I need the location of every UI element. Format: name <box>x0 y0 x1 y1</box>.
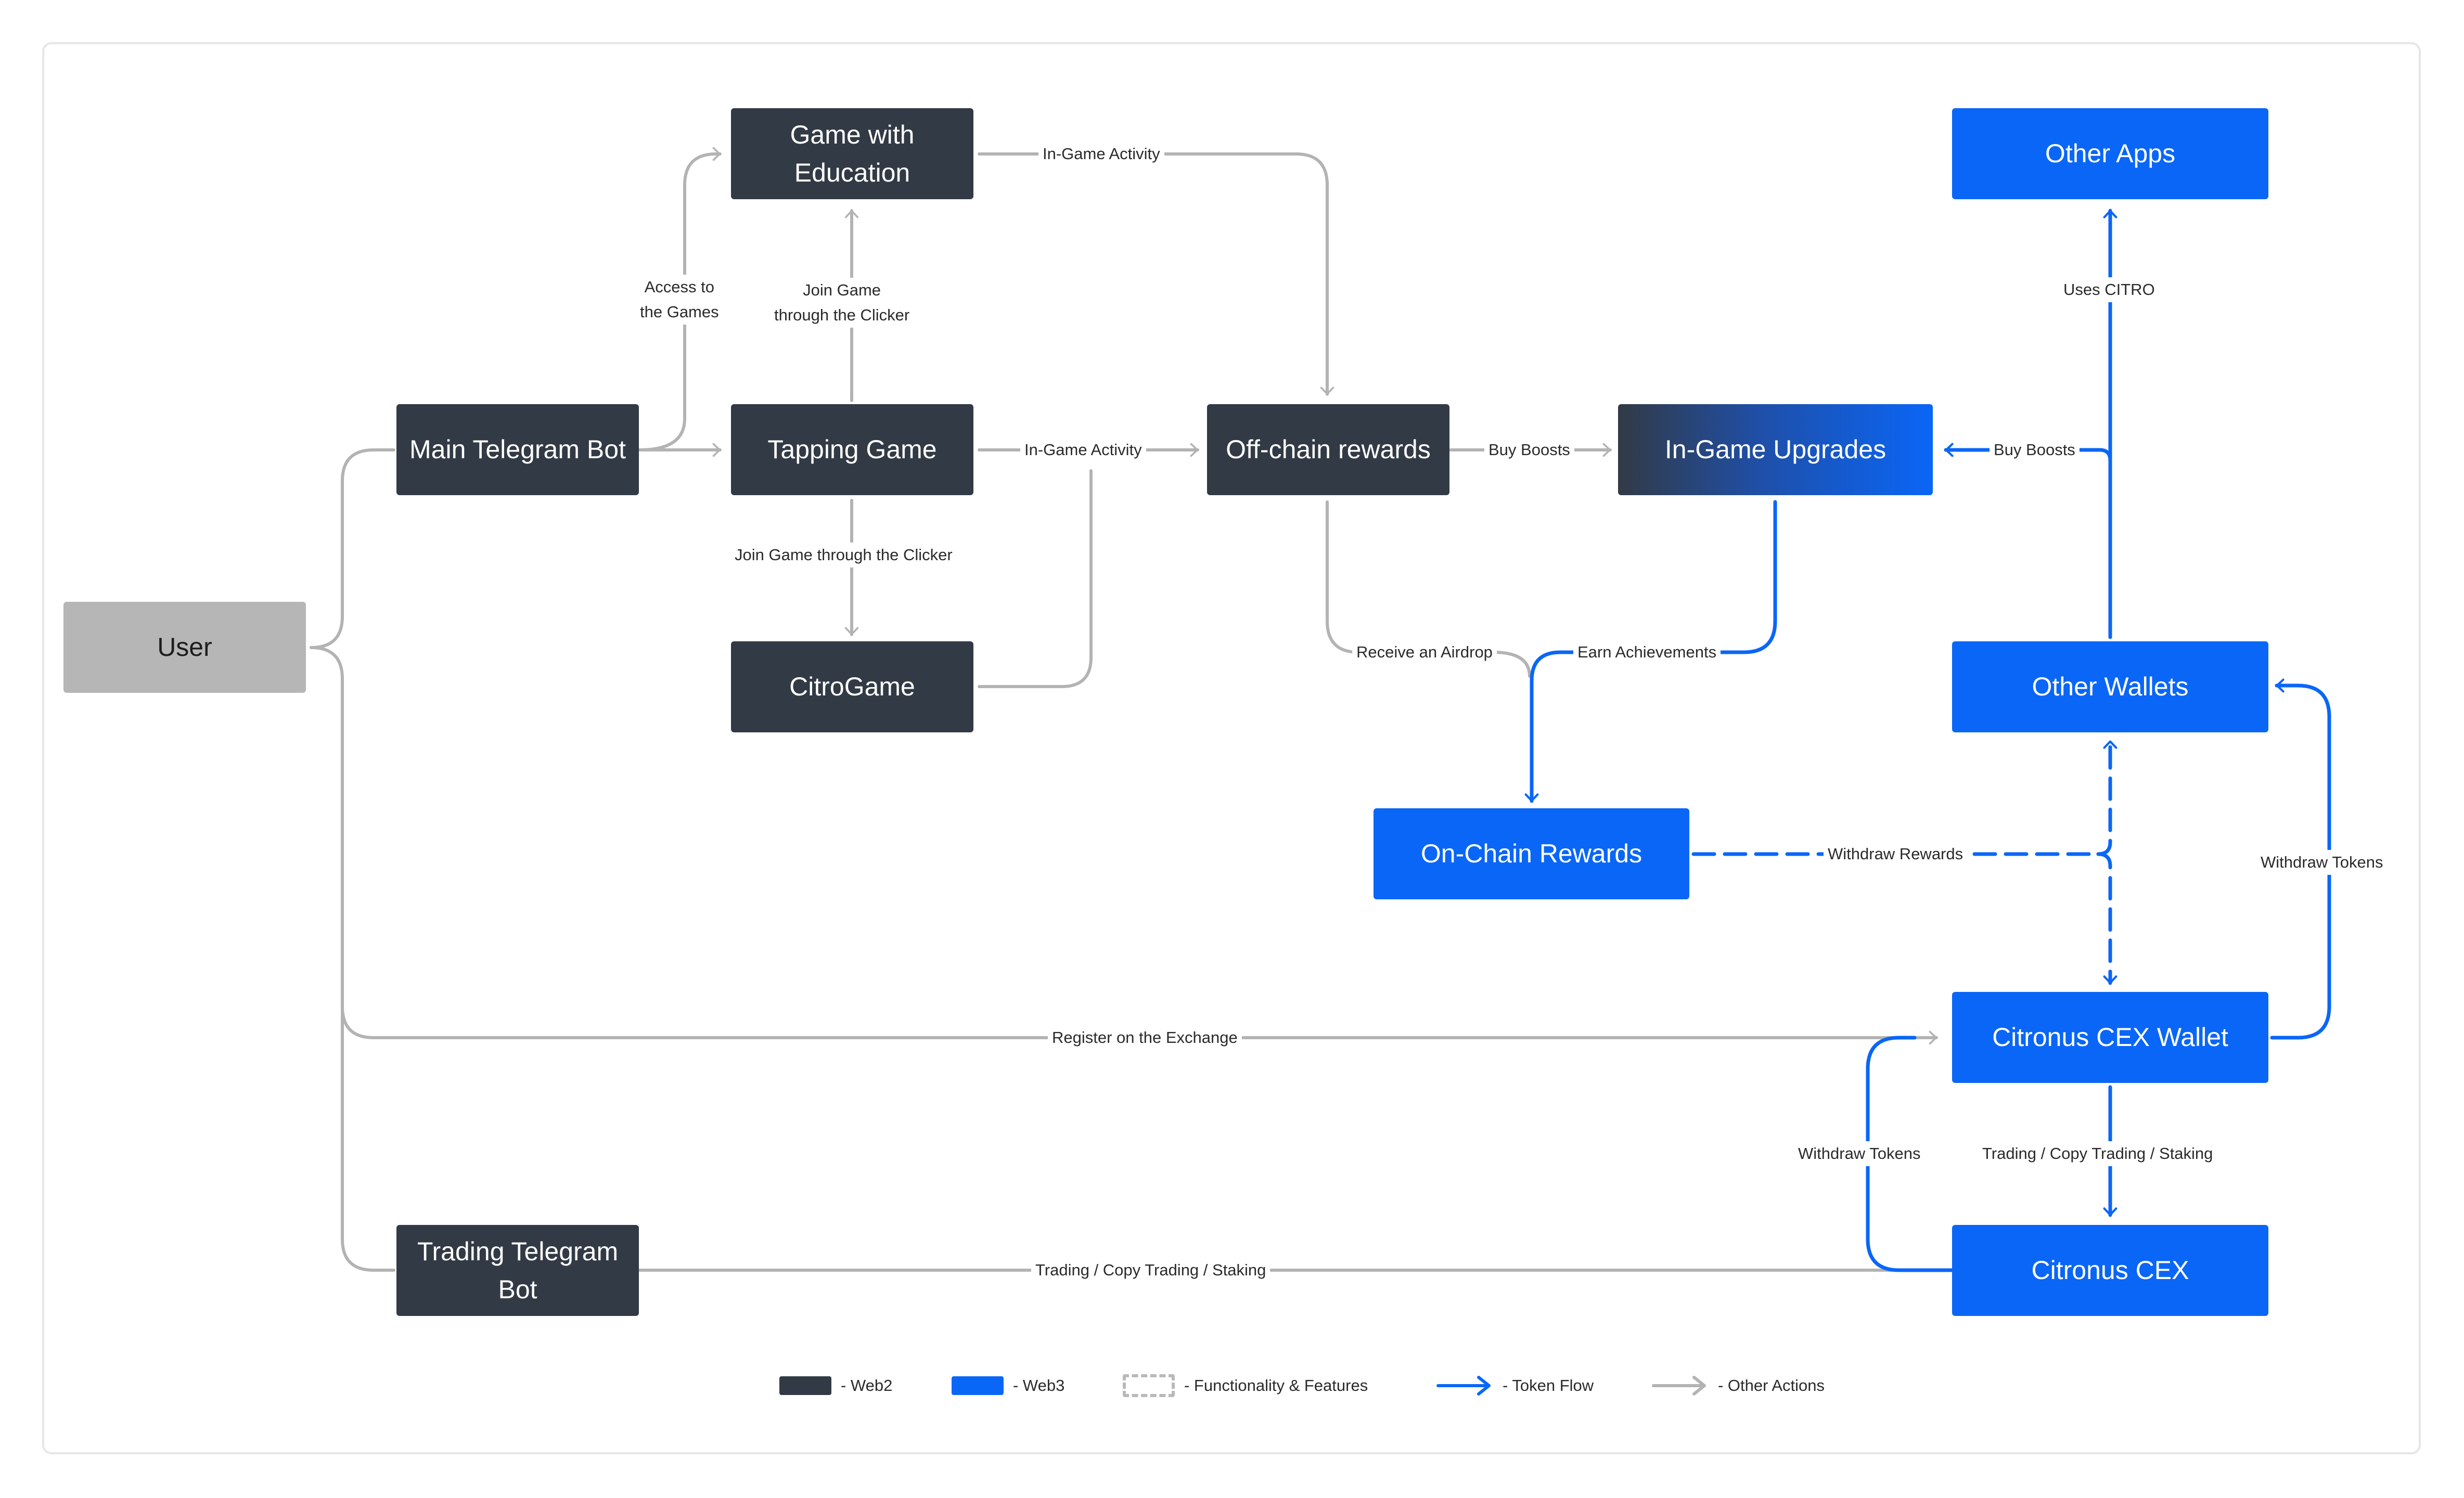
legend-web2: - Web2 <box>779 1376 892 1395</box>
edge-citrogame-to-offchain <box>978 469 1093 688</box>
edge-buy-boosts-right <box>1944 443 2112 462</box>
label-trading-bottom: Trading / Copy Trading / Staking <box>1031 1258 1270 1283</box>
label-earn-achievements: Earn Achievements <box>1573 640 1721 665</box>
edge-user-main-bot <box>310 448 395 649</box>
node-other-wallets[interactable]: Other Wallets <box>1952 641 2268 732</box>
edge-user-trading-bot <box>310 646 395 1272</box>
node-trading-telegram-bot[interactable]: Trading Telegram Bot <box>396 1225 639 1316</box>
label-receive-airdrop: Receive an Airdrop <box>1352 640 1497 665</box>
label-access-games: Access to the Games <box>636 275 723 325</box>
edge-edu-to-offchain <box>978 152 1334 396</box>
node-offchain-rewards[interactable]: Off-chain rewards <box>1207 404 1449 495</box>
legend-web3-label: - Web3 <box>1013 1376 1065 1394</box>
legend-other-actions: - Other Actions <box>1651 1374 1825 1397</box>
legend-token-flow: - Token Flow <box>1436 1374 1594 1397</box>
legend-token-flow-label: - Token Flow <box>1503 1376 1594 1394</box>
node-tapping-game[interactable]: Tapping Game <box>731 404 973 495</box>
node-game-with-education[interactable]: Game with Education <box>731 108 973 199</box>
edge-register-exchange <box>341 1005 1938 1045</box>
label-ingame-activity-mid: In-Game Activity <box>1020 437 1146 462</box>
legend-features-swatch <box>1123 1374 1175 1397</box>
node-citronus-cex[interactable]: Citronus CEX <box>1952 1225 2268 1316</box>
legend-other-actions-arrow-icon <box>1652 1376 1706 1396</box>
edge-earn-achievements <box>1524 500 1777 803</box>
legend-web2-label: - Web2 <box>841 1376 893 1394</box>
label-buy-boosts-left: Buy Boosts <box>1484 437 1574 462</box>
node-other-apps[interactable]: Other Apps <box>1952 108 2268 199</box>
label-withdraw-tokens-right: Withdraw Tokens <box>2256 850 2388 875</box>
label-buy-boosts-right: Buy Boosts <box>1990 437 2080 462</box>
legend-token-flow-arrow-icon <box>1436 1376 1491 1396</box>
label-join-game-top: Join Game through the Clicker <box>770 278 914 328</box>
node-citrogame[interactable]: CitroGame <box>731 641 973 732</box>
label-join-game-bottom: Join Game through the Clicker <box>730 543 957 567</box>
node-user[interactable]: User <box>63 602 306 693</box>
edge-dashed-to-cex-wallet <box>2096 852 2118 985</box>
label-ingame-activity-top: In-Game Activity <box>1038 141 1164 166</box>
node-citronus-cex-wallet[interactable]: Citronus CEX Wallet <box>1952 992 2268 1083</box>
legend-other-actions-label: - Other Actions <box>1718 1376 1825 1394</box>
label-uses-citro: Uses CITRO <box>2059 277 2159 302</box>
diagram-frame <box>42 42 2421 1454</box>
legend-web2-swatch <box>779 1376 831 1395</box>
node-onchain-rewards[interactable]: On-Chain Rewards <box>1374 808 1689 899</box>
edge-dashed-to-other-wallets <box>2096 739 2118 856</box>
label-trading-right: Trading / Copy Trading / Staking <box>1978 1141 2217 1166</box>
label-register-exchange: Register on the Exchange <box>1048 1025 1242 1050</box>
label-withdraw-tokens-left: Withdraw Tokens <box>1794 1141 1925 1166</box>
legend-web3: - Web3 <box>952 1376 1064 1395</box>
node-ingame-upgrades[interactable]: In-Game Upgrades <box>1618 404 1933 495</box>
label-withdraw-rewards: Withdraw Rewards <box>1824 842 1968 867</box>
node-main-telegram-bot[interactable]: Main Telegram Bot <box>396 404 639 495</box>
legend-features: - Functionality & Features <box>1123 1374 1368 1397</box>
legend-features-label: - Functionality & Features <box>1184 1376 1368 1394</box>
legend-web3-swatch <box>952 1376 1004 1395</box>
